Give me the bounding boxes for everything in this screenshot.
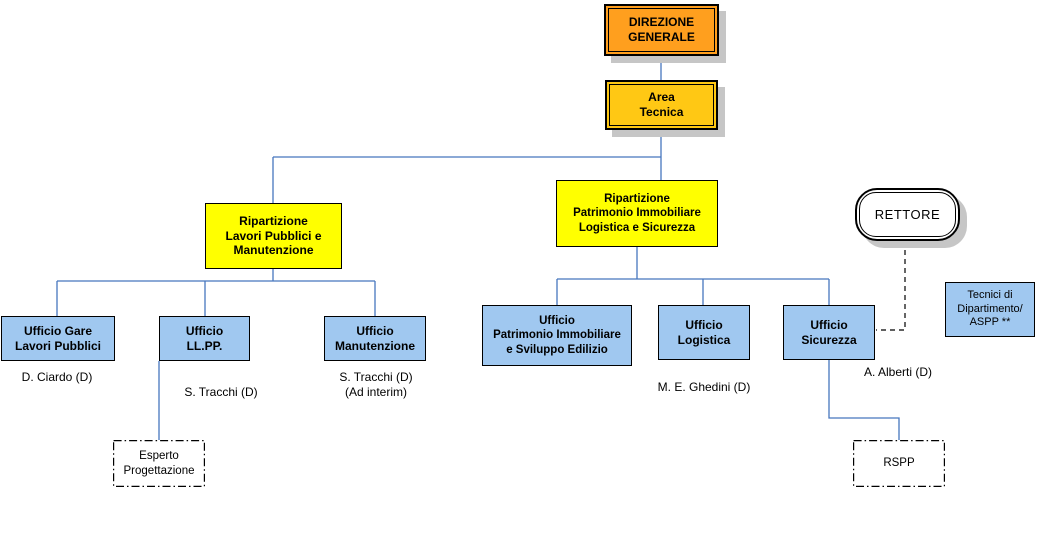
manager-ghedini: M. E. Ghedini (D): [657, 380, 751, 394]
dash-dot-border: [853, 440, 945, 487]
node-label: Ufficio Patrimonio Immobiliare e Svilupp…: [493, 315, 621, 356]
node-ripartizione-lavori-pubblici: Ripartizione Lavori Pubblici e Manutenzi…: [205, 203, 342, 269]
node-esperto-progettazione: Esperto Progettazione: [113, 440, 205, 487]
node-rettore: RETTORE: [855, 188, 960, 241]
node-label: Ufficio LL.PP.: [185, 323, 224, 353]
dash-dot-border: [113, 440, 205, 487]
node-rspp: RSPP: [853, 440, 945, 487]
node-label: RETTORE: [874, 206, 941, 222]
manager-tracchi-llpp: S. Tracchi (D): [184, 385, 258, 399]
node-label: DIREZIONE GENERALE: [628, 15, 695, 44]
node-tecnici-aspp: Tecnici di Dipartimento/ ASPP **: [945, 282, 1035, 337]
node-label: Ripartizione Patrimonio Immobiliare Logi…: [573, 193, 701, 234]
node-direzione-generale: DIREZIONE GENERALE: [604, 4, 719, 56]
node-ufficio-gare: Ufficio Gare Lavori Pubblici: [1, 316, 115, 361]
node-label: Ripartizione Lavori Pubblici e Manutenzi…: [225, 214, 322, 258]
manager-alberti: A. Alberti (D): [863, 365, 933, 379]
node-label: Area Tecnica: [639, 90, 684, 119]
node-ufficio-manutenzione: Ufficio Manutenzione: [324, 316, 426, 361]
manager-ciardo: D. Ciardo (D): [21, 370, 93, 384]
manager-tracchi-manutenzione: S. Tracchi (D) (Ad interim): [339, 370, 413, 399]
node-label: Ufficio Logistica: [677, 317, 731, 347]
node-label: Ufficio Sicurezza: [801, 317, 857, 347]
node-label: Ufficio Gare Lavori Pubblici: [14, 323, 101, 353]
node-ufficio-logistica: Ufficio Logistica: [658, 305, 750, 360]
node-label: RSPP: [883, 457, 915, 470]
node-ufficio-sicurezza: Ufficio Sicurezza: [783, 305, 875, 360]
node-ufficio-patrimonio-immobiliare: Ufficio Patrimonio Immobiliare e Svilupp…: [482, 305, 632, 366]
node-area-tecnica: Area Tecnica: [605, 80, 718, 130]
node-ufficio-llpp: Ufficio LL.PP.: [159, 316, 250, 361]
node-label: Ufficio Manutenzione: [335, 323, 415, 353]
node-label: Esperto Progettazione: [123, 450, 195, 477]
node-label: Tecnici di Dipartimento/ ASPP **: [957, 289, 1023, 329]
node-ripartizione-patrimonio: Ripartizione Patrimonio Immobiliare Logi…: [556, 180, 718, 247]
